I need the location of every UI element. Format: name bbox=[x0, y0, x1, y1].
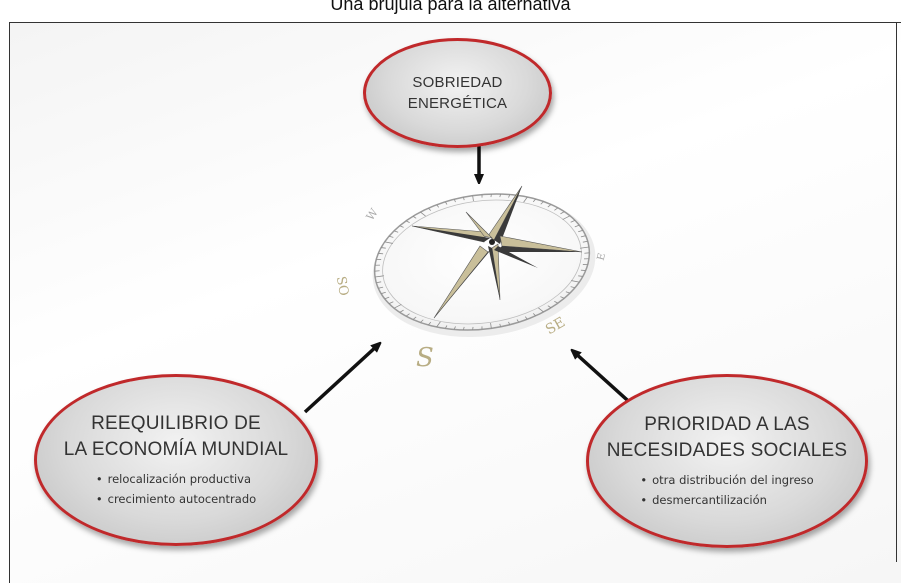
node-reequilibrio-economia: REEQUILIBRIO DE LA ECONOMÍA MUNDIAL relo… bbox=[34, 374, 318, 546]
bullet-item: relocalización productiva bbox=[96, 469, 256, 489]
compass: S W SE E SO bbox=[333, 181, 608, 373]
bullet-item: desmercantilización bbox=[640, 490, 813, 510]
node-title-line1: SOBRIEDAD bbox=[412, 72, 502, 93]
node-title-line2: LA ECONOMÍA MUNDIAL bbox=[64, 437, 288, 463]
compass-letter-east: E bbox=[596, 252, 609, 262]
node-title-line2: NECESIDADES SOCIALES bbox=[607, 438, 848, 464]
arrow-left-to-compass bbox=[305, 345, 378, 412]
compass-letter-south: S bbox=[416, 343, 434, 373]
compass-letter-southwest: SO bbox=[333, 275, 351, 297]
node-sobriedad-energetica: SOBRIEDAD ENERGÉTICA bbox=[363, 38, 552, 148]
node-title-line1: PRIORIDAD A LAS bbox=[644, 412, 810, 438]
bullet-item: otra distribución del ingreso bbox=[640, 470, 813, 490]
rose-center bbox=[489, 239, 495, 245]
node-title-line2: ENERGÉTICA bbox=[408, 93, 508, 114]
compass-letter-west: W bbox=[364, 206, 382, 223]
bullet-item: crecimiento autocentrado bbox=[96, 489, 256, 509]
node-bullet-list: otra distribución del ingreso desmercant… bbox=[640, 470, 813, 510]
node-prioridad-necesidades: PRIORIDAD A LAS NECESIDADES SOCIALES otr… bbox=[586, 374, 868, 548]
node-title-line1: REEQUILIBRIO DE bbox=[91, 411, 261, 437]
node-bullet-list: relocalización productiva crecimiento au… bbox=[96, 469, 256, 509]
